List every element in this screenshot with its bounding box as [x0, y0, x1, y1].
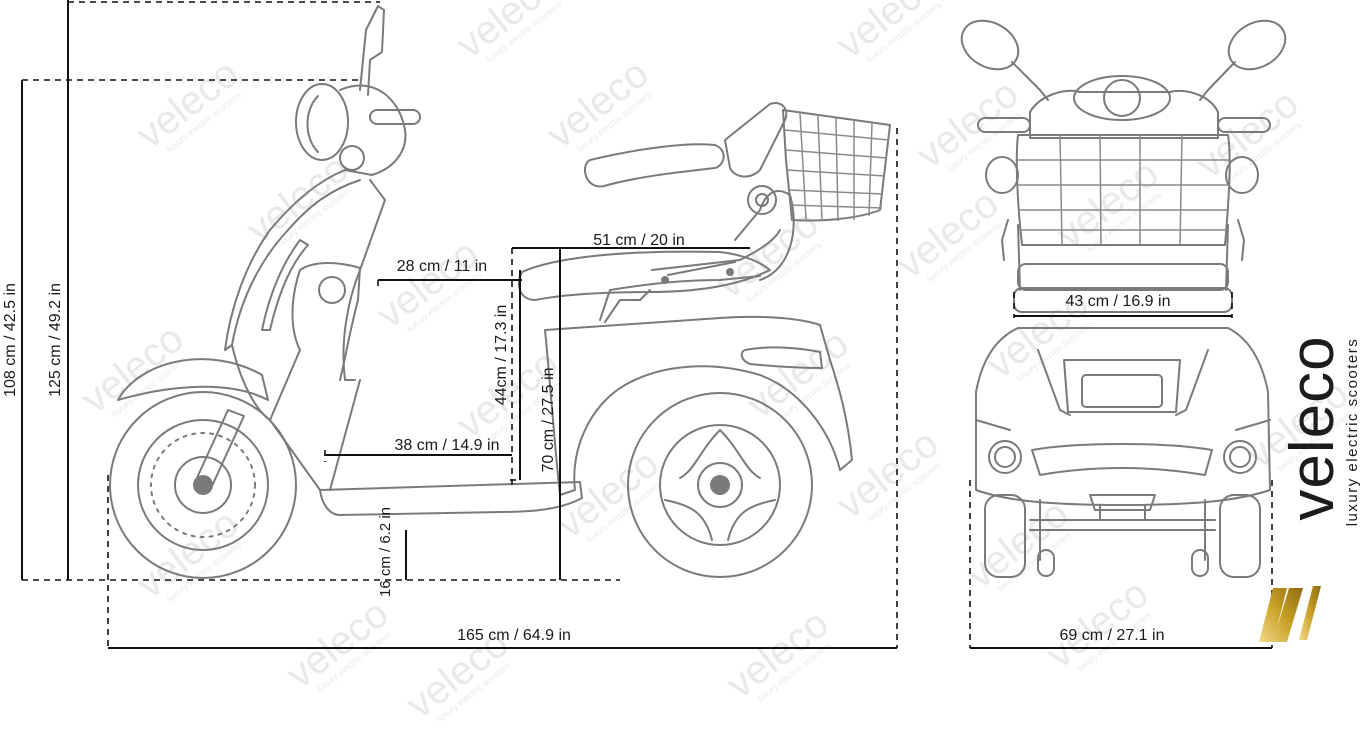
label-height-top: 108 cm / 42.5 in	[2, 283, 19, 397]
label-floor-length: 38 cm / 14.9 in	[395, 437, 500, 454]
brand-name: veleco	[1278, 335, 1347, 520]
label-seat-length: 51 cm / 20 in	[593, 232, 685, 249]
label-footrest-top: 28 cm / 11 in	[397, 258, 487, 275]
label-seat-height: 44cm / 17.3 in	[493, 305, 510, 406]
brand-logo: veleco luxury electric scooters	[1259, 335, 1361, 642]
brand-tagline: luxury electric scooters	[1344, 338, 1361, 527]
label-ground-clearance: 16 cm / 6.2 in	[377, 507, 394, 597]
dimension-labels: 108 cm / 42.5 in 125 cm / 49.2 in 28 cm …	[2, 232, 1170, 644]
label-seat-width: 43 cm / 16.9 in	[1066, 293, 1171, 310]
brand-v-mark-icon	[1259, 586, 1321, 642]
label-total-length: 165 cm / 64.9 in	[457, 627, 571, 644]
side-dimension-lines	[21, 0, 898, 649]
label-seat-floor: 70 cm / 27.5 in	[540, 368, 557, 473]
label-total-width: 69 cm / 27.1 in	[1060, 627, 1165, 644]
front-view-scooter	[960, 19, 1287, 578]
front-dimension-lines	[969, 292, 1273, 649]
label-height-mirror: 125 cm / 49.2 in	[47, 283, 64, 397]
